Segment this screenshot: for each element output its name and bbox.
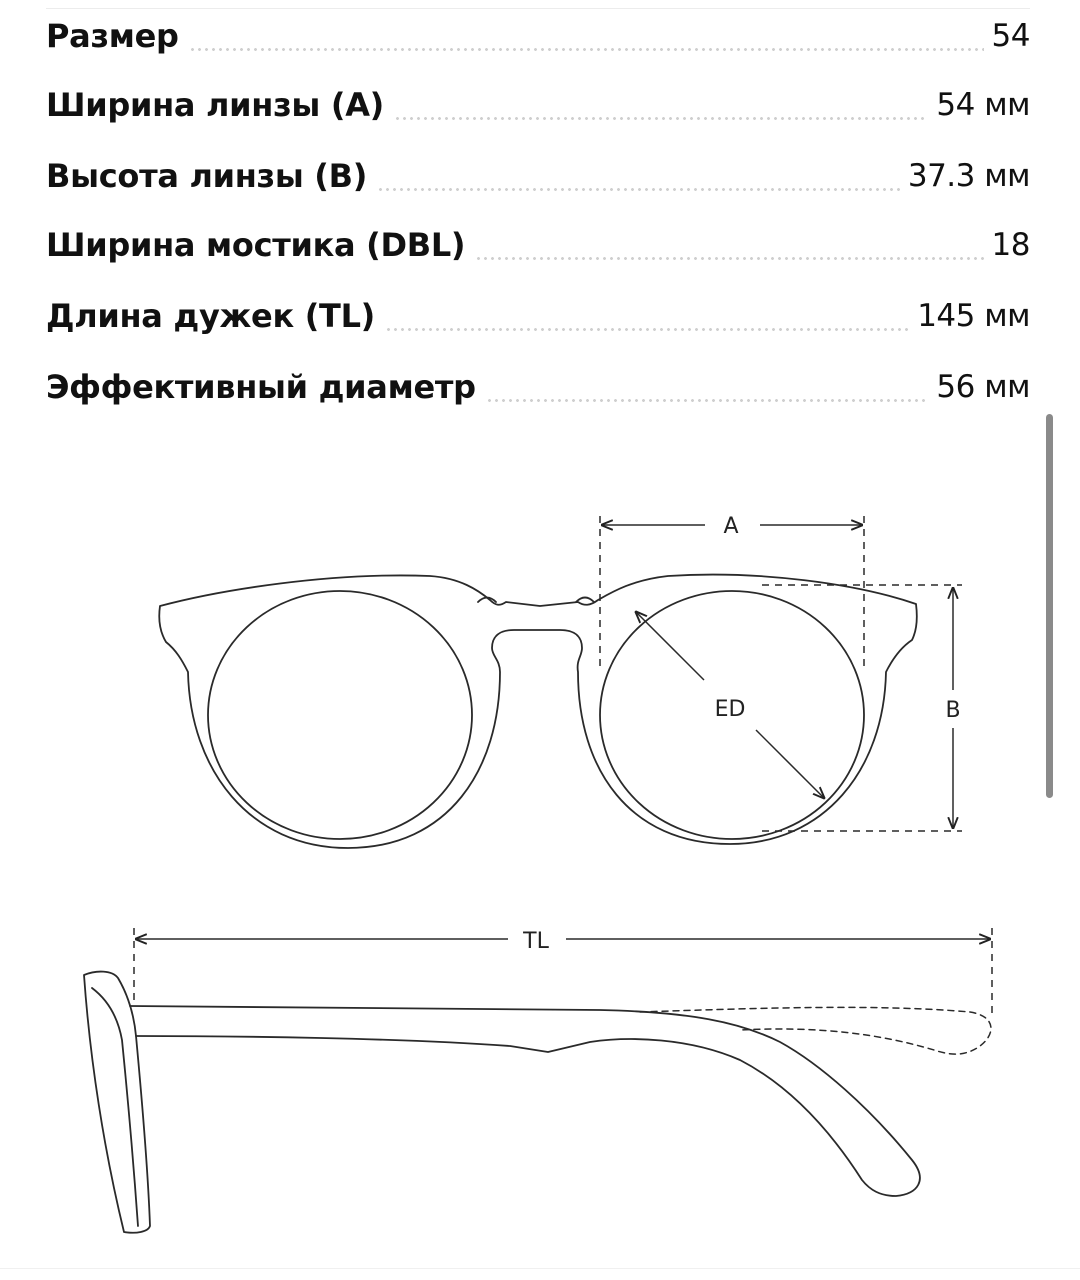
side-view: [83, 970, 992, 1234]
bottom-divider: [0, 1268, 1080, 1269]
side-frame-front-inner: [91, 987, 139, 1227]
spec-value: 54: [991, 18, 1031, 54]
spec-label: Эффективный диаметр: [46, 368, 476, 406]
spec-label: Ширина мостика (DBL): [46, 226, 466, 264]
dimension-a-label: A: [723, 514, 738, 539]
dimension-a: [599, 516, 865, 672]
dotted-leader: [384, 328, 910, 331]
spec-value: 54 мм: [936, 87, 1030, 123]
side-frame-front: [83, 970, 151, 1234]
scrollbar[interactable]: [1046, 414, 1053, 798]
dotted-leader: [475, 257, 984, 260]
temple-arm: [129, 1005, 921, 1197]
right-lens: [599, 590, 865, 840]
top-divider: [46, 8, 1030, 9]
temple-tip-dashed: [639, 1006, 992, 1055]
front-frame-outline: [158, 573, 918, 849]
spec-row-effective-diameter: Эффективный диаметр 56 мм: [46, 357, 1030, 417]
dimension-ed-arrow-down: [755, 729, 824, 798]
spec-row-temple-length: Длина дужек (TL) 145 мм: [46, 286, 1030, 346]
dimension-ed: [636, 612, 824, 798]
spec-value: 145 мм: [917, 298, 1030, 334]
spec-row-lens-height: Высота линзы (B) 37.3 мм: [46, 146, 1031, 206]
spec-label: Ширина линзы (A): [46, 86, 384, 124]
front-view: [158, 573, 918, 849]
spec-value: 37.3 мм: [907, 158, 1031, 194]
dimension-ed-arrow-up: [636, 612, 705, 681]
dimension-tl-label: TL: [522, 929, 549, 954]
dimension-b: [762, 584, 962, 832]
dotted-leader: [485, 399, 929, 402]
spec-row-lens-width: Ширина линзы (A) 54 мм: [46, 75, 1030, 135]
dimension-ed-label: ED: [715, 697, 746, 722]
dotted-leader: [188, 48, 984, 51]
spec-value: 56 мм: [936, 369, 1030, 405]
dimension-tl: [133, 928, 993, 1016]
spec-label: Высота линзы (B): [46, 157, 368, 195]
spec-label: Длина дужек (TL): [46, 297, 375, 335]
spec-row-bridge-width: Ширина мостика (DBL) 18: [46, 215, 1031, 275]
left-lens: [207, 590, 473, 840]
spec-label: Размер: [46, 17, 179, 55]
dimension-b-label: B: [945, 698, 960, 723]
dotted-leader: [393, 117, 929, 120]
spec-row-size: Размер 54: [46, 6, 1031, 66]
bridge-bump: [477, 596, 595, 603]
dotted-leader: [377, 188, 900, 191]
spec-value: 18: [991, 227, 1031, 263]
